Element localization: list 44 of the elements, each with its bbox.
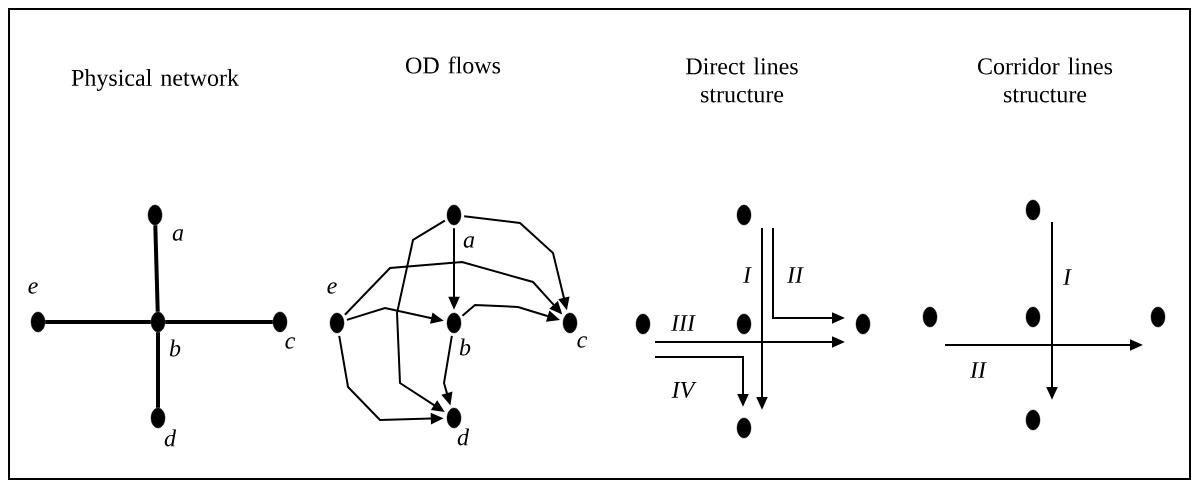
node-dot	[736, 204, 752, 226]
node-letter: d	[164, 429, 177, 447]
node-dot	[150, 311, 166, 333]
node-dot	[1025, 199, 1041, 221]
line-label: IV	[671, 381, 697, 399]
node-letter: a	[172, 229, 184, 241]
panel-title: Corridor lines structure	[978, 57, 1113, 103]
line-label: II	[969, 362, 987, 378]
line-label: II	[786, 267, 804, 283]
node-dot	[1025, 409, 1041, 431]
panel-title: OD flows	[406, 56, 501, 74]
network-link	[156, 332, 160, 408]
node-dot	[272, 311, 288, 333]
node-letter: a	[463, 236, 475, 248]
panel-title: Physical network	[71, 69, 239, 91]
node-letter: b	[169, 339, 181, 357]
node-dot	[446, 407, 462, 429]
node-dot	[922, 306, 938, 328]
node-letter: b	[459, 338, 471, 356]
node-dot	[329, 312, 345, 334]
node-letter: e	[327, 282, 337, 294]
node-dot	[736, 313, 752, 335]
network-link	[153, 225, 160, 312]
node-letter: c	[577, 336, 588, 348]
line-label: I	[1062, 269, 1072, 285]
network-link	[45, 320, 151, 324]
node-dot	[147, 204, 163, 226]
line-label: I	[742, 267, 752, 283]
node-letter: e	[28, 282, 38, 294]
node-dot	[635, 313, 651, 335]
node-dot	[1150, 306, 1166, 328]
node-dot	[30, 311, 46, 333]
line-label: III	[670, 315, 696, 331]
network-link	[165, 320, 273, 324]
node-dot	[1025, 306, 1041, 328]
node-dot	[855, 313, 871, 335]
node-dot	[446, 312, 462, 334]
node-letter: d	[457, 428, 470, 446]
node-dot	[150, 407, 166, 429]
node-dot	[736, 417, 752, 439]
node-dot	[562, 312, 578, 334]
node-letter: c	[285, 337, 296, 349]
panel-title: Direct lines structure	[686, 57, 798, 103]
node-dot	[446, 204, 462, 226]
